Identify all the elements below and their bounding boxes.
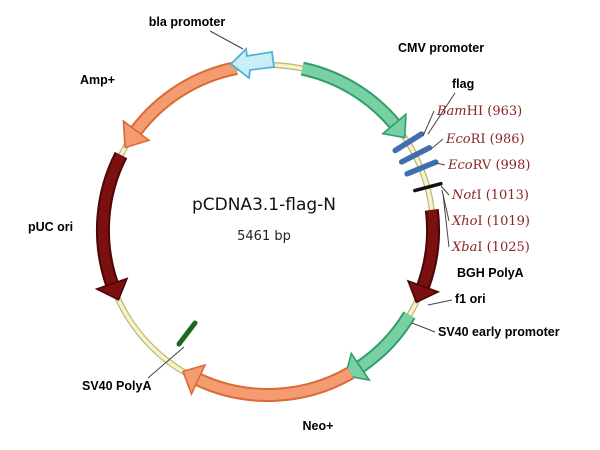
ecori-leader [429, 138, 444, 151]
neo-label: Neo+ [303, 419, 334, 433]
bamhi-leader [422, 110, 435, 137]
sv40-polya-leader [147, 346, 185, 379]
puc-ori-arrow [94, 151, 129, 301]
plasmid-size: 5461 bp [237, 229, 291, 244]
site-label-ecorv: EcoRV (998) [447, 158, 530, 173]
sv40-early-promoter-leader [411, 322, 436, 333]
site-label-bamhi: BamHI (963) [436, 104, 522, 119]
bgh-polya-arrow [406, 209, 441, 304]
restriction-site-tick [413, 181, 443, 193]
amp-label: Amp+ [80, 73, 115, 87]
site-label-ecori: EcoRI (986) [445, 132, 525, 147]
plasmid-title: pCDNA3.1-flag-N [192, 195, 336, 215]
bla-promoter-leader [209, 30, 244, 50]
neo-arrowhead [181, 363, 207, 397]
ecorv-leader [435, 162, 446, 166]
flag-mcs-bars [392, 131, 439, 177]
sv40-polya-mark [176, 320, 198, 347]
bgh-polya-arrowhead [406, 279, 441, 304]
puc-ori-arrowhead [94, 277, 129, 301]
bla-promoter-label: bla promoter [149, 15, 226, 29]
noti-leader [440, 185, 450, 196]
neo-gene-arrow [181, 363, 354, 402]
f1-ori-label: f1 ori [455, 292, 486, 306]
site-label-noti: NotI (1013) [451, 188, 529, 203]
sv40-early-promoter-arrow [344, 311, 416, 382]
sv40-early-promoter-label: SV40 early promoter [438, 325, 560, 339]
xbai-leader [442, 193, 450, 248]
cmv-promoter-arrowhead [381, 112, 407, 139]
flag-leader [427, 92, 456, 135]
site-label-xhoi: XhoI (1019) [451, 214, 530, 229]
flag-bar-1 [392, 131, 425, 154]
flag-label: flag [452, 77, 474, 91]
site-label-xbai: XbaI (1025) [451, 240, 530, 255]
sv40-polya-label: SV40 PolyA [82, 379, 151, 393]
amp-gene-arrow [122, 61, 238, 149]
amp-arrowhead [122, 119, 151, 149]
flag-bar-3 [404, 159, 439, 177]
sv40-early-promoter-arrowhead [344, 351, 371, 382]
f1-ori-leader [427, 299, 453, 306]
bla-promoter-arrow [229, 47, 276, 80]
cmv-promoter-arrow [300, 61, 407, 139]
flag-bar-2 [398, 145, 433, 165]
leader-lines [147, 30, 456, 379]
bgh-polya-label: BGH PolyA [457, 266, 524, 280]
cmv-promoter-label: CMV promoter [398, 41, 484, 55]
puc-ori-label: pUC ori [28, 220, 73, 234]
